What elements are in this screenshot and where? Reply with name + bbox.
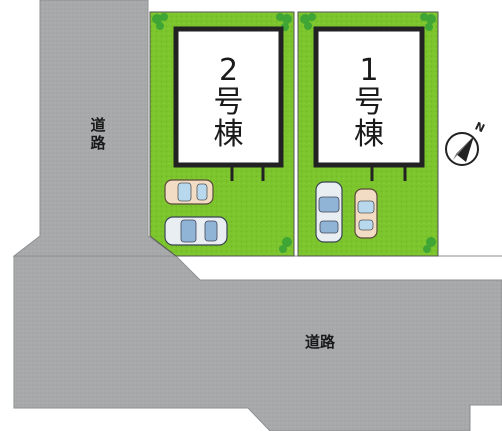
lot-2-suffix-char-2: 棟: [214, 117, 244, 152]
car-icon: [164, 179, 214, 205]
horizontal-road-label: 道路: [305, 333, 336, 351]
shrub-icon: [300, 13, 436, 253]
lot-1: 1 号 棟: [297, 11, 439, 257]
lot-2: 2 号 棟: [149, 11, 295, 257]
lot-1-suffix-char-1: 号: [354, 85, 384, 120]
lot-1-suffix-char-2: 棟: [354, 117, 384, 152]
shrub-icon: [152, 13, 292, 253]
horizontal-road: [13, 255, 502, 431]
lot-1-house: [313, 26, 425, 168]
lot-2-suffix-char-1: 号: [214, 85, 244, 120]
vertical-road-label-char-2: 路: [90, 134, 106, 152]
vertical-road-label-char-1: 道: [90, 116, 105, 134]
compass-north-label: N: [473, 120, 487, 136]
car-icon: [164, 216, 228, 246]
car-icon: [315, 181, 343, 243]
lot-2-number: 2: [219, 53, 238, 88]
lot-1-number: 1: [359, 53, 378, 88]
car-icon: [354, 188, 378, 239]
compass-north-icon: N: [445, 120, 487, 166]
lot-2-house: [173, 26, 284, 168]
